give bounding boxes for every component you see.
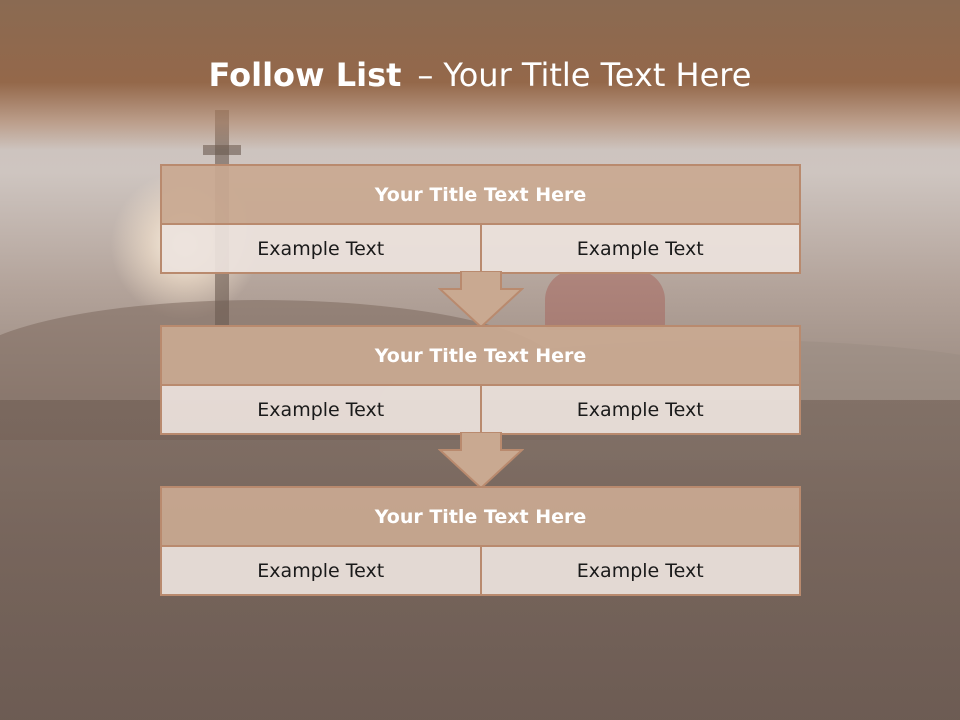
step-title[interactable]: Your Title Text Here bbox=[162, 488, 799, 547]
step-row: Example Text Example Text bbox=[162, 225, 799, 272]
step-box-2[interactable]: Your Title Text Here Example Text Exampl… bbox=[160, 325, 801, 435]
step-row: Example Text Example Text bbox=[162, 386, 799, 433]
step-title[interactable]: Your Title Text Here bbox=[162, 327, 799, 386]
step-cell-left[interactable]: Example Text bbox=[257, 559, 385, 582]
background-signpost-arm bbox=[203, 145, 241, 155]
step-cell-right[interactable]: Example Text bbox=[479, 225, 800, 272]
step-box-1[interactable]: Your Title Text Here Example Text Exampl… bbox=[160, 164, 801, 274]
step-cell-right[interactable]: Example Text bbox=[479, 547, 800, 594]
title-rest: Your Title Text Here bbox=[443, 56, 752, 94]
down-arrow-icon bbox=[438, 432, 524, 490]
title-separator: – bbox=[417, 56, 434, 94]
step-cell-left[interactable]: Example Text bbox=[257, 237, 385, 260]
step-row: Example Text Example Text bbox=[162, 547, 799, 594]
step-cell-right[interactable]: Example Text bbox=[479, 386, 800, 433]
down-arrow-icon bbox=[438, 271, 524, 329]
title-bold: Follow List bbox=[208, 56, 402, 94]
background-runner bbox=[545, 270, 665, 330]
step-box-3[interactable]: Your Title Text Here Example Text Exampl… bbox=[160, 486, 801, 596]
step-title[interactable]: Your Title Text Here bbox=[162, 166, 799, 225]
header-band bbox=[0, 0, 960, 150]
slide-title[interactable]: Follow List–Your Title Text Here bbox=[0, 56, 960, 94]
step-cell-left[interactable]: Example Text bbox=[257, 398, 385, 421]
